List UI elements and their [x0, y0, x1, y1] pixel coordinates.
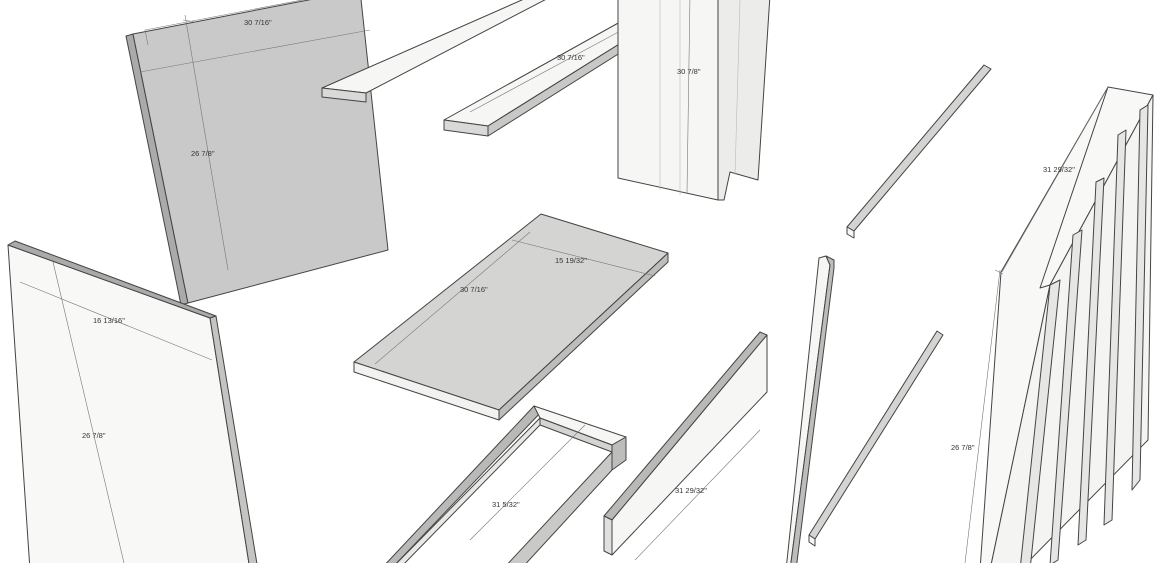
right-side-height-label: 26 7/8": [951, 443, 975, 452]
back-panel-height-label: 26 7/8": [191, 149, 215, 158]
lower-rail: [808, 330, 944, 547]
upper-rail: [846, 64, 992, 239]
door-height-label: 30 7/8": [677, 67, 701, 76]
vertical-stile: [786, 255, 835, 563]
left-side-height-label: 26 7/8": [82, 431, 106, 440]
bottom-panel: 15 19/32" 30 7/16": [353, 213, 669, 421]
shelf-width-label: 30 7/16": [557, 53, 585, 62]
back-panel-width-label: 30 7/16": [244, 18, 272, 27]
kick-board-length-label: 31 29/32": [675, 486, 707, 495]
back-panel: 30 7/16" 26 7/8": [125, 0, 389, 306]
left-side-panel: 16 13/16" 26 7/8": [7, 240, 258, 563]
right-side-width-label: 31 29/32": [1043, 165, 1075, 174]
top-shelf-board: [321, 0, 546, 103]
bottom-depth-label: 15 19/32": [555, 256, 587, 265]
door-front-panel: 30 7/8": [617, 0, 771, 201]
base-frame-length-label: 31 5/32": [492, 500, 520, 509]
base-frame: 31 5/32": [385, 405, 627, 563]
kick-board: 31 29/32": [603, 331, 768, 561]
bottom-width-label: 30 7/16": [460, 285, 488, 294]
left-side-width-label: 16 13/16": [93, 316, 125, 325]
right-side-panel: 31 29/32" 26 7/8": [951, 86, 1154, 563]
